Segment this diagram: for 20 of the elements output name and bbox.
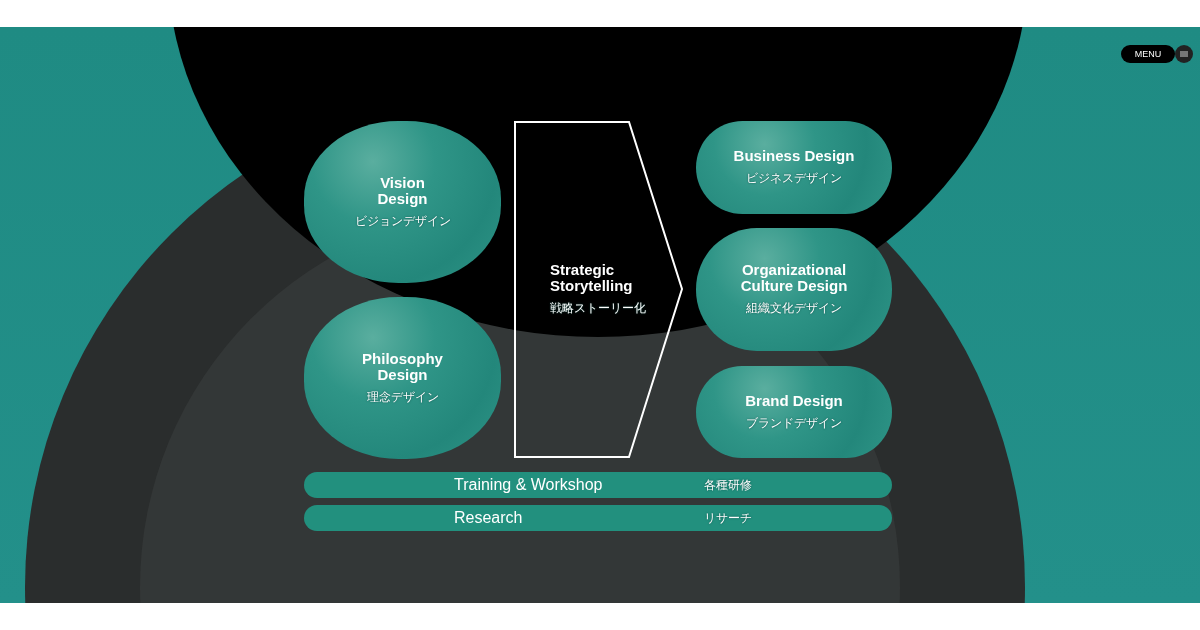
node-title: Philosophy Design: [361, 350, 444, 383]
japanese-subtitle: ブランドデザイン: [746, 414, 842, 432]
node-title: Brand Design: [745, 392, 843, 409]
chevron-arrow: [514, 121, 684, 458]
node-title: Vision Design: [376, 174, 429, 207]
japanese-subtitle: 各種研修: [704, 476, 752, 494]
japanese-subtitle: リサーチ: [704, 509, 752, 527]
rounded-bar: [304, 505, 892, 531]
japanese-subtitle: 戦略ストーリー化: [550, 300, 646, 317]
node-title: Organizational Culture Design: [739, 262, 849, 294]
japanese-subtitle: ビジョンデザイン: [355, 212, 450, 230]
rounded-bar: [304, 472, 892, 498]
node-title: Business Design: [733, 148, 855, 164]
japanese-subtitle: 理念デザイン: [366, 388, 439, 406]
menu-button: MENU: [1121, 45, 1175, 63]
node-title: Research: [454, 510, 523, 526]
japanese-subtitle: 組織文化デザイン: [746, 300, 842, 317]
node-title: Training & Workshop: [454, 477, 603, 493]
node-title: Strategic Storytelling: [550, 262, 634, 294]
japanese-subtitle: ビジネスデザイン: [746, 170, 842, 187]
